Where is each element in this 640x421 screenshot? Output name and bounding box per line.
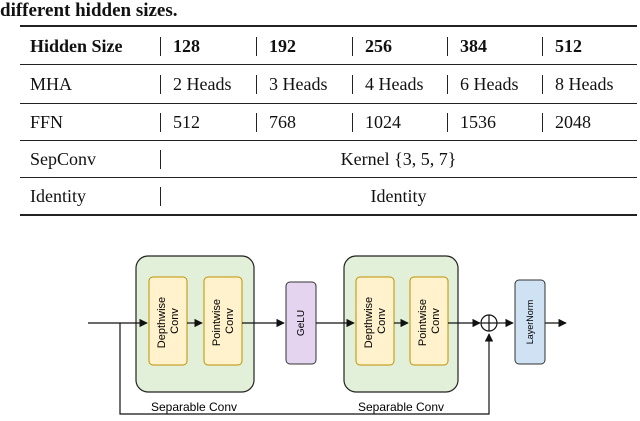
table-cell: 768: [269, 112, 296, 132]
table-cell: 2048: [555, 112, 591, 132]
table-caption: different hidden sizes.: [0, 0, 178, 21]
column-divider: [256, 37, 257, 56]
table-row-rule: [20, 140, 637, 141]
header-cell: 256: [365, 36, 392, 56]
column-divider: [352, 75, 353, 94]
row-label: MHA: [30, 74, 73, 94]
add-node-icon: [480, 314, 498, 332]
header-cell: 384: [460, 36, 487, 56]
separable-conv-caption: Separable Conv: [358, 400, 444, 414]
table-header-rule: [20, 64, 637, 65]
table-spanning-cell: Identity: [370, 186, 427, 206]
column-divider: [160, 37, 161, 56]
header-cell: 192: [269, 36, 296, 56]
column-divider: [160, 187, 161, 206]
table-header-row: Hidden Size 128 192 256 384 512: [0, 28, 640, 64]
layernorm-box: [514, 279, 546, 365]
column-divider: [447, 37, 448, 56]
column-divider: [447, 75, 448, 94]
column-divider: [542, 75, 543, 94]
column-divider: [160, 75, 161, 94]
header-cell: 128: [173, 36, 200, 56]
row-label: SepConv: [30, 149, 97, 169]
column-divider: [447, 113, 448, 132]
table-cell: 1024: [365, 112, 401, 132]
column-divider: [352, 113, 353, 132]
pointwise-conv-box: [409, 276, 449, 366]
table-row: SepConv Kernel {3, 5, 7}: [0, 141, 640, 177]
header-cell: 512: [555, 36, 582, 56]
table-cell: 512: [173, 112, 200, 132]
column-divider: [352, 37, 353, 56]
table-cell: 4 Heads: [365, 74, 424, 94]
depthwise-conv-box: [355, 276, 395, 366]
row-label: Identity: [30, 186, 86, 206]
table-cell: 8 Heads: [555, 74, 614, 94]
row-label: FFN: [30, 112, 64, 132]
column-divider: [256, 75, 257, 94]
column-divider: [542, 113, 543, 132]
layernorm-label: LayerNorm: [525, 300, 535, 345]
table-row: MHA 2 Heads 3 Heads 4 Heads 6 Heads 8 He…: [0, 66, 640, 102]
table-row-rule: [20, 177, 637, 178]
gelu-label: GeLU: [296, 310, 307, 336]
conv-label: Pointwise Conv: [417, 296, 442, 346]
conv-label: Depthwise Conv: [156, 294, 181, 348]
table-spanning-cell: Kernel {3, 5, 7}: [340, 149, 457, 169]
column-divider: [542, 37, 543, 56]
table-row: FFN 512 768 1024 1536 2048: [0, 104, 640, 140]
pointwise-conv-box: [203, 276, 243, 366]
sepconv-architecture-diagram: Depthwise Conv Pointwise Conv Depthwise …: [88, 255, 567, 415]
table-cell: 1536: [460, 112, 496, 132]
column-divider: [256, 113, 257, 132]
table-cell: 3 Heads: [269, 74, 328, 94]
table-cell: 2 Heads: [173, 74, 232, 94]
table-row: Identity Identity: [0, 178, 640, 214]
column-divider: [160, 150, 161, 169]
column-divider: [160, 113, 161, 132]
table-top-rule: [20, 25, 637, 27]
depthwise-conv-box: [148, 276, 188, 366]
residual-connection: [119, 323, 494, 415]
conv-label: Pointwise Conv: [211, 296, 236, 346]
header-cell: Hidden Size: [30, 36, 123, 56]
separable-conv-caption: Separable Conv: [151, 400, 237, 414]
table-cell: 6 Heads: [460, 74, 519, 94]
table-bottom-rule: [20, 214, 637, 216]
conv-label: Depthwise Conv: [363, 294, 388, 348]
table-row-rule: [20, 103, 637, 104]
